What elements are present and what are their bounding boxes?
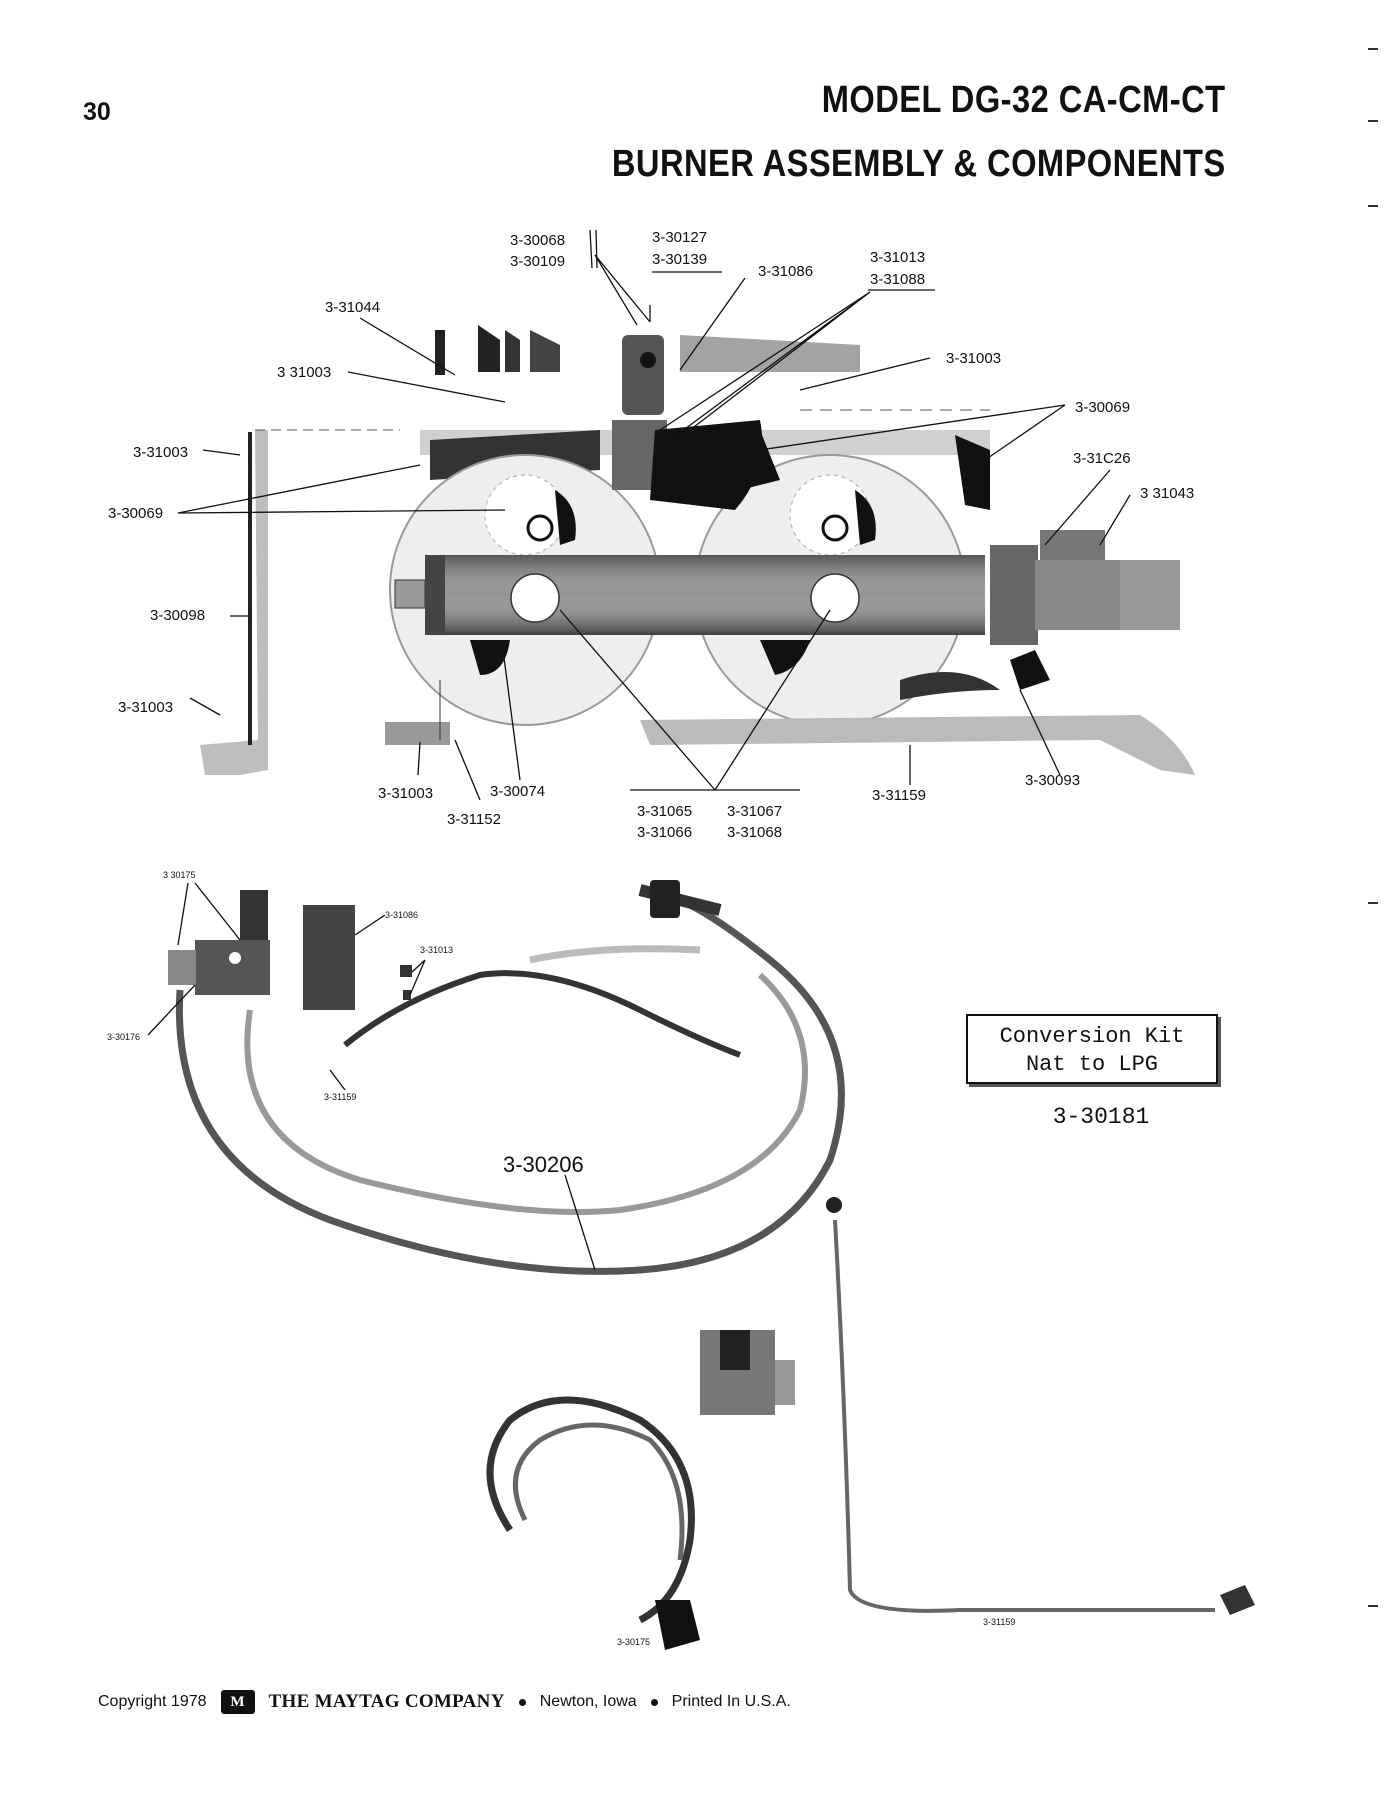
scan-edge-mark	[1368, 902, 1378, 904]
part-label: 3-31C26	[1073, 450, 1131, 467]
footer: Copyright 1978 M THE MAYTAG COMPANY Newt…	[98, 1690, 791, 1714]
part-label: 3-31044	[325, 299, 380, 316]
part-label: 3 30175	[163, 870, 196, 880]
part-label: 3-31086	[758, 263, 813, 280]
part-label: 3-31088	[870, 271, 925, 288]
part-label: 3-31086	[385, 910, 418, 920]
copyright-text: Copyright 1978	[98, 1693, 207, 1710]
company-name: THE MAYTAG COMPANY	[268, 1691, 505, 1712]
burner-assembly-illustration	[200, 325, 1195, 775]
conversion-kit-line-2: Nat to LPG	[1025, 1052, 1159, 1077]
part-label: 3-30098	[150, 607, 205, 624]
part-label: 3-31067	[727, 803, 782, 820]
part-label: 3 31043	[1140, 485, 1194, 502]
part-label: 3-30139	[652, 251, 707, 268]
bullet-icon	[650, 1698, 658, 1706]
model-title: MODEL DG-32 CA-CM-CT	[822, 79, 1226, 121]
part-label: 3-31152	[447, 811, 501, 828]
part-label: 3-30069	[108, 505, 163, 522]
part-label: 3-30175	[617, 1637, 650, 1647]
section-title: BURNER ASSEMBLY & COMPONENTS	[612, 143, 1226, 185]
part-label: 3-30093	[1025, 772, 1080, 789]
part-label: 3-30068	[510, 232, 565, 249]
lower-leader-lines	[147, 882, 596, 1271]
lower-part-labels: 3 30175 3-31086 3-31013 3-30176 3-31159 …	[107, 870, 1015, 1647]
conversion-kit-line-1: Conversion Kit	[999, 1024, 1185, 1049]
bullet-icon	[518, 1698, 526, 1706]
printed-text: Printed In U.S.A.	[671, 1693, 791, 1710]
part-label: 3-31159	[324, 1092, 356, 1102]
part-label: 3-30074	[490, 783, 545, 800]
part-label: 3-31066	[637, 824, 692, 841]
part-label: 3-31003	[133, 444, 188, 461]
part-label: 3 31003	[277, 364, 331, 381]
part-label: 3-30206	[503, 1152, 584, 1177]
part-label: 3-31013	[870, 249, 925, 266]
part-label: 3-31003	[378, 785, 433, 802]
conversion-kit-box: Conversion Kit Nat to LPG	[966, 1014, 1218, 1084]
part-label: 3-31159	[983, 1617, 1015, 1627]
part-label: 3-31013	[420, 945, 453, 955]
part-label: 3-30109	[510, 253, 565, 270]
part-label: 3-31068	[727, 824, 782, 841]
scan-edge-mark	[1368, 120, 1378, 122]
scan-edge-mark	[1368, 1605, 1378, 1607]
part-label: 3-31003	[946, 350, 1001, 367]
igniter-harness-illustration	[168, 880, 1255, 1650]
location-text: Newton, Iowa	[539, 1693, 637, 1710]
part-label: 3-30176	[107, 1032, 140, 1042]
part-label: 3-31003	[118, 699, 173, 716]
scan-edge-mark	[1368, 48, 1378, 50]
conversion-kit-part-number: 3-30181	[1052, 1104, 1150, 1130]
scan-edge-mark	[1368, 205, 1378, 207]
page-number: 30	[83, 98, 111, 126]
upper-part-labels: 3-30068 3-30109 3-30127 3-30139 3-31086 …	[108, 229, 1194, 841]
part-label: 3-30069	[1075, 399, 1130, 416]
part-label: 3-30127	[652, 229, 707, 246]
part-label: 3-31159	[872, 787, 926, 804]
maytag-logo: M	[220, 1690, 255, 1714]
upper-leader-lines	[177, 229, 1131, 801]
part-label: 3-31065	[637, 803, 692, 820]
